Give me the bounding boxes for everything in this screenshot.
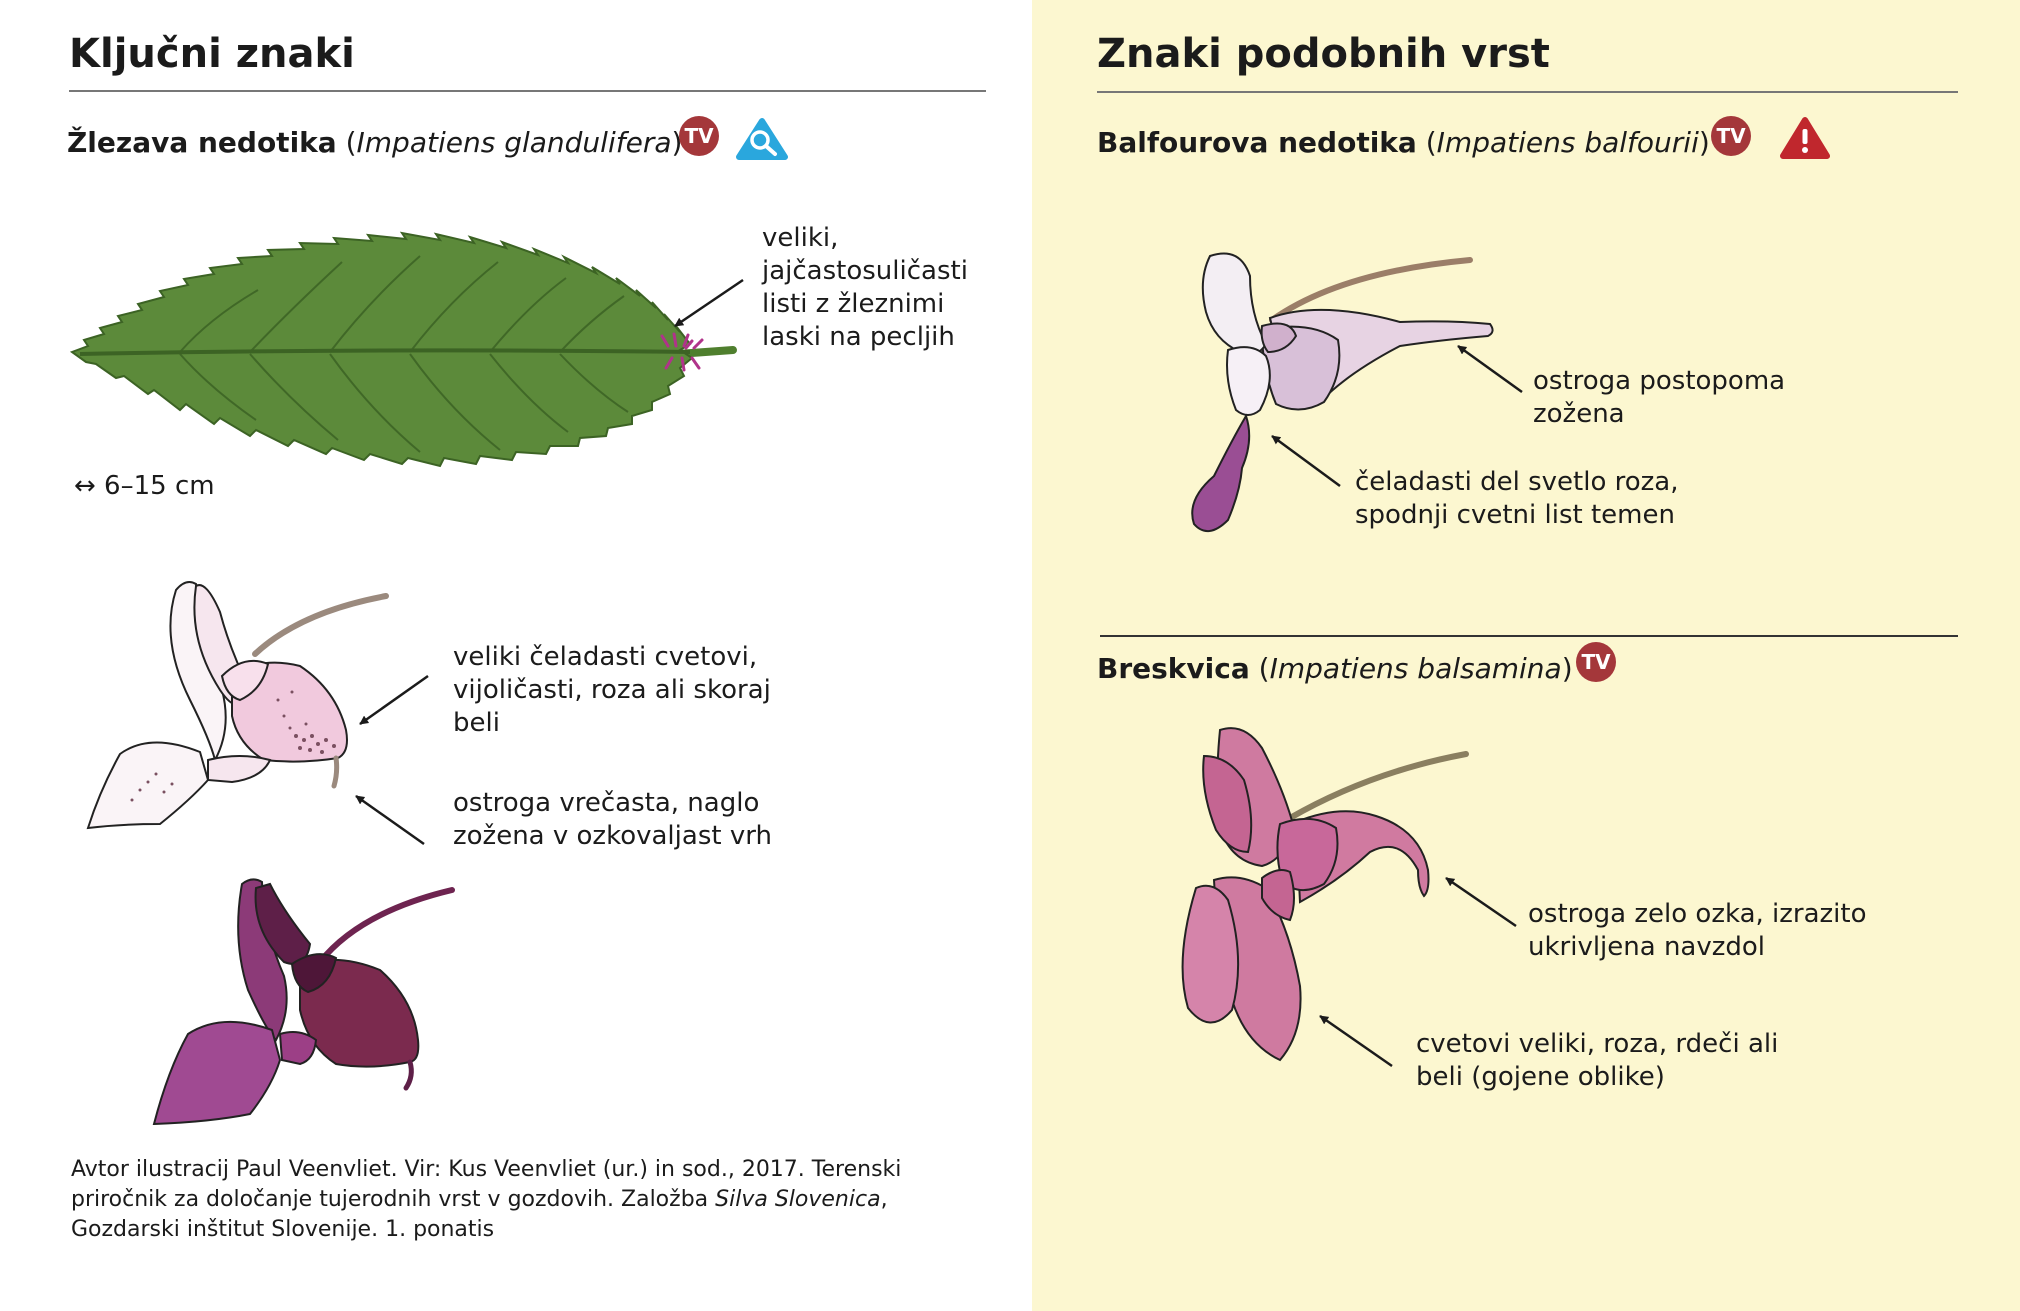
flower-dark-illustration — [152, 878, 455, 1126]
flower-label: veliki čeladasti cvetovi, vijoličasti, r… — [453, 642, 771, 738]
illustration-credit: Avtor ilustracij Paul Veenvliet. Vir: Ku… — [71, 1157, 902, 1242]
dark-flower-center — [290, 953, 338, 994]
arrow-balfour-helmet — [1271, 434, 1341, 488]
balfour-flower-illustration — [1191, 252, 1494, 532]
magnifier-triangle-icon — [736, 118, 788, 160]
similar-species-heading: Znaki podobnih vrst — [1097, 31, 1550, 77]
balfour-upper-petal — [1201, 252, 1268, 356]
pale-flower-helmet — [231, 661, 348, 763]
dark-flower-lip — [152, 1021, 282, 1126]
main-species-common-name: Žlezava nedotika — [67, 126, 337, 159]
pale-flower-stalk — [252, 593, 389, 657]
arrow-leaf — [674, 278, 744, 328]
spur-label: ostroga vrečasta, naglo zožena v ozkoval… — [453, 788, 772, 851]
balfour-species-title: Balfourova nedotika (Impatiens balfourii… — [1097, 126, 1710, 159]
arrow-balfour-spur — [1457, 344, 1523, 394]
balfour-helmet-label: čeladasti del svetlo roza, spodnji cvetn… — [1355, 467, 1679, 530]
main-species-title: Žlezava nedotika (Impatiens glandulifera… — [67, 126, 683, 159]
balfour-tv-badge: TV — [1711, 116, 1751, 156]
leaf-label: veliki, jajčastosuličasti listi z žlezni… — [762, 223, 968, 352]
balsamina-latin-name: Impatiens balsamina — [1269, 652, 1562, 685]
balsamina-spur-label: ostroga zelo ozka, izrazito ukrivljena n… — [1528, 899, 1867, 962]
leaf-size-label: ↔ 6–15 cm — [74, 471, 215, 501]
pale-flower-lip — [86, 741, 210, 830]
arrow-balsamina-spur — [1445, 876, 1517, 928]
balfour-center — [1260, 322, 1298, 354]
balfour-latin-name: Impatiens balfourii — [1436, 126, 1699, 159]
tv-badge: TV — [679, 116, 719, 156]
balfour-spur-label: ostroga postopoma zožena — [1533, 366, 1786, 429]
leaf-midrib — [79, 348, 691, 356]
arrow-balsamina-flower — [1319, 1014, 1393, 1068]
balsamina-common-name: Breskvica — [1097, 652, 1250, 685]
key-features-heading: Ključni znaki — [69, 31, 355, 77]
warning-triangle-icon — [1780, 117, 1830, 159]
dark-flower-stalk — [317, 887, 455, 965]
leaf-illustration — [69, 231, 737, 468]
main-species-latin-name: Impatiens glandulifera — [356, 126, 672, 159]
balsamina-stalk — [1287, 751, 1469, 821]
pale-flower-upper-petals — [169, 581, 227, 763]
arrow-pale-helmet — [359, 674, 429, 726]
balsamina-flower-illustration — [1181, 727, 1469, 1062]
pale-flower-speckles — [130, 690, 336, 802]
dark-flower-upper-petal — [237, 878, 288, 1042]
balsamina-helmet — [1276, 817, 1339, 891]
leaf-side-veins — [179, 255, 629, 453]
balsamina-flower-label: cvetovi veliki, roza, rdeči ali beli (go… — [1416, 1029, 1779, 1092]
pointer-arrows — [355, 278, 1523, 1068]
balfour-common-name: Balfourova nedotika — [1097, 126, 1417, 159]
similar-species-panel — [1032, 0, 2020, 1311]
pale-flower-center — [220, 660, 270, 702]
balfour-stalk — [1269, 257, 1473, 323]
balsamina-tv-badge: TV — [1576, 642, 1616, 682]
balsamina-species-title: Breskvica (Impatiens balsamina) — [1097, 652, 1573, 685]
flower-pale-illustration — [86, 581, 389, 830]
balfour-lower-lip — [1191, 413, 1251, 532]
gland-hairs — [660, 332, 704, 372]
dark-flower-helmet — [299, 958, 420, 1068]
arrow-pale-spur — [355, 794, 425, 846]
